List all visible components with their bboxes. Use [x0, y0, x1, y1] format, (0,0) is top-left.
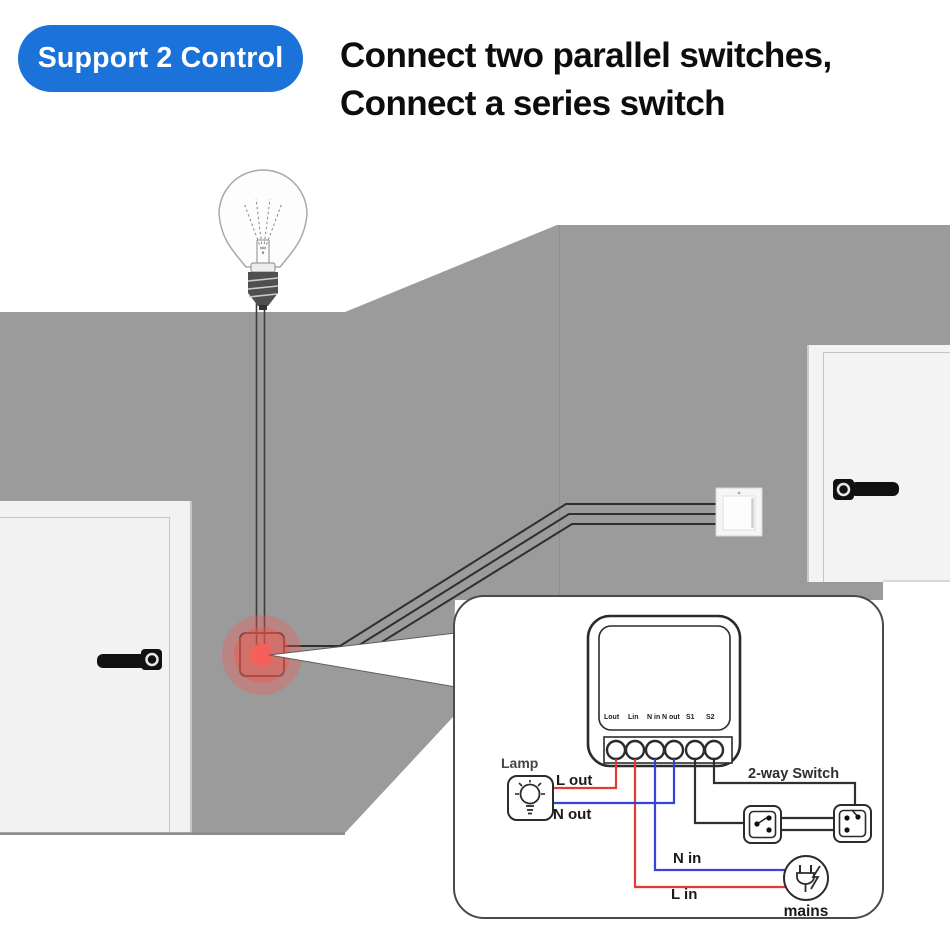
- left-door-panel: [0, 517, 170, 833]
- terminal-label-lout: Lout: [604, 714, 620, 721]
- l-in-label: L in: [671, 886, 698, 903]
- two-way-switch-label: 2-way Switch: [748, 766, 840, 782]
- right-door: [807, 345, 950, 582]
- wire-s2: [712, 759, 857, 806]
- right-door-panel: [823, 352, 950, 582]
- terminal-label-s2: S2: [706, 714, 715, 721]
- wire-l-out: [553, 759, 618, 790]
- lamp-symbol: [507, 775, 554, 821]
- wall-corner-seam: [559, 225, 560, 597]
- switch-symbol-left: [743, 805, 782, 844]
- terminal-label-s1: S1: [686, 714, 695, 721]
- left-door-handle-icon: [97, 649, 162, 670]
- bulb-rays: [515, 780, 545, 795]
- terminal-label-lin: Lin: [628, 714, 639, 721]
- switch-symbol-right: [833, 804, 872, 843]
- right-door-handle-icon: [833, 479, 899, 500]
- wire-l-in: [633, 759, 786, 889]
- lamp-label: Lamp: [501, 755, 539, 771]
- mains-label: mains: [783, 903, 829, 920]
- light-bulb-icon: [218, 169, 308, 310]
- n-in-label: N in: [673, 850, 702, 867]
- headline-line2: Connect a series switch: [340, 84, 726, 123]
- wire-n-in: [653, 759, 786, 872]
- terminal-label-nout: N out: [662, 714, 680, 721]
- lightning-icon: [810, 865, 821, 890]
- l-out-label: L out: [556, 772, 593, 789]
- support-badge: Support 2 Control: [18, 25, 303, 92]
- wall-switch: [715, 487, 763, 537]
- n-out-label: N out: [553, 806, 592, 823]
- wall-wires: [284, 503, 716, 659]
- bulb-icon: [519, 783, 541, 815]
- support-badge-label: Support 2 Control: [37, 42, 284, 74]
- terminal-label-nin: N in: [647, 714, 661, 721]
- diagram-wires: [553, 759, 857, 889]
- highlight-target: [222, 615, 302, 695]
- smart-switch-module: [586, 614, 742, 768]
- wire-s1: [693, 759, 744, 825]
- pendant-wires: [255, 300, 266, 652]
- headline-line1: Connect two parallel switches,: [340, 36, 832, 75]
- mains-symbol: [783, 855, 829, 901]
- wire-n-out: [553, 759, 676, 805]
